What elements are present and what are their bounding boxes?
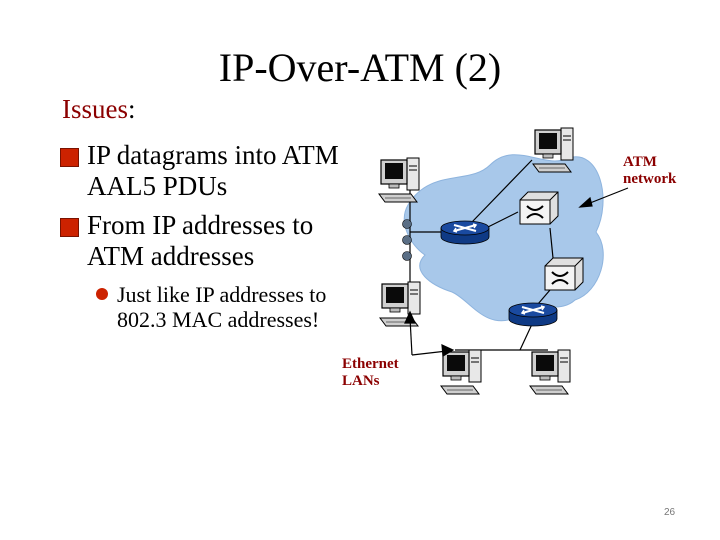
computer-icon	[440, 349, 482, 395]
atm-switch-icon	[544, 257, 584, 291]
atm-cloud	[403, 154, 604, 322]
bullet-item: IP datagrams into ATM AAL5 PDUs	[60, 140, 350, 202]
slide-title: IP-Over-ATM (2)	[218, 45, 502, 90]
circle-bullet-icon	[96, 288, 108, 300]
sub-bullet-text: Just like IP addresses to 802.3 MAC addr…	[117, 282, 327, 332]
ethernet-label-line1: Ethernet	[342, 356, 399, 372]
atm-switch-icon	[519, 191, 559, 225]
sub-bullet-item: Just like IP addresses to 802.3 MAC addr…	[60, 282, 350, 332]
ellipsis-dots-icon	[402, 219, 412, 261]
atm-label-line1: ATM	[623, 154, 657, 170]
computer-icon	[529, 349, 571, 395]
ethernet-label-line2: LANs	[342, 373, 380, 389]
atm-label-line2: network	[623, 171, 677, 187]
bullet-text: From IP addresses to ATM addresses	[87, 210, 314, 271]
router-icon	[508, 302, 558, 327]
ethernet-lans-label: Ethernet LANs	[342, 356, 399, 390]
page-number: 26	[664, 507, 676, 518]
ethernet-label-arrows	[404, 310, 455, 358]
square-bullet-icon	[60, 218, 79, 237]
bullet-list: IP datagrams into ATM AAL5 PDUs From IP …	[60, 140, 350, 332]
network-links	[410, 159, 554, 351]
issues-heading: Issues:	[62, 94, 136, 124]
bullet-text: IP datagrams into ATM AAL5 PDUs	[87, 140, 339, 201]
computer-icon	[378, 157, 420, 203]
atm-network-label: ATM network	[623, 154, 676, 188]
square-bullet-icon	[60, 148, 79, 167]
atm-label-arrow	[578, 187, 629, 208]
router-icon	[440, 220, 490, 245]
bullet-item: From IP addresses to ATM addresses	[60, 210, 350, 272]
